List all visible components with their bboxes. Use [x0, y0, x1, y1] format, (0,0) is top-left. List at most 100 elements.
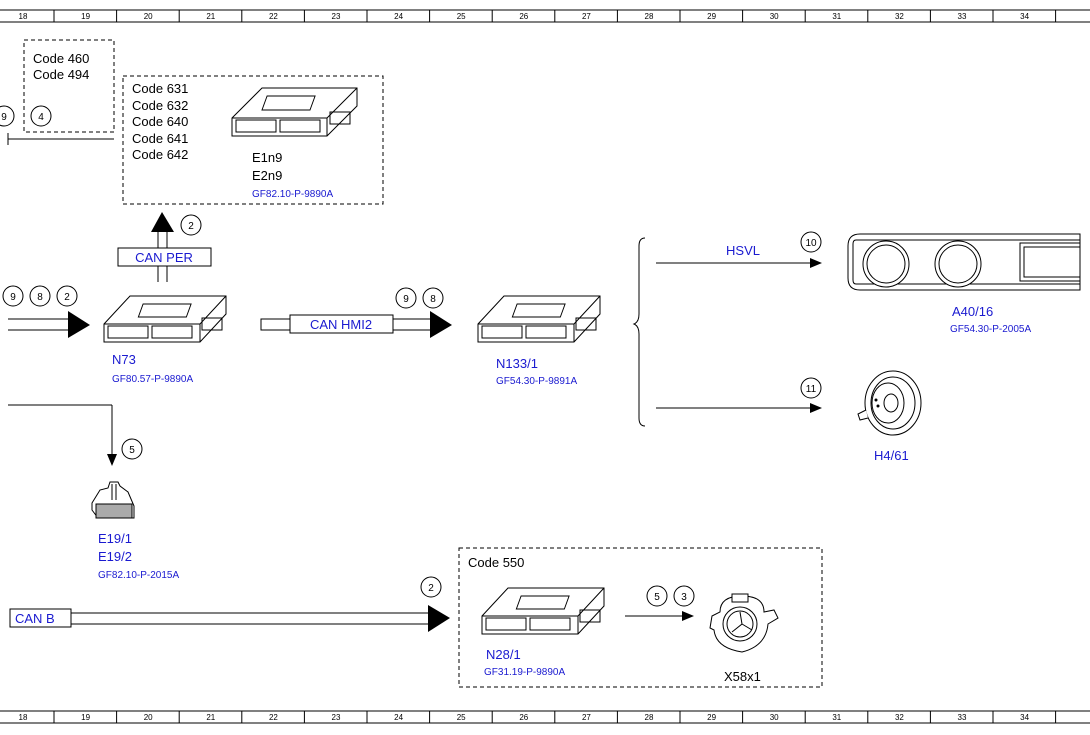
e19-switch-icon: [91, 481, 135, 519]
code-632-label: Code 632: [132, 98, 188, 113]
ruler-label-27: 27: [582, 713, 591, 722]
n28-ref: GF31.19-P-9890A: [484, 667, 565, 678]
speaker-icon: [857, 370, 922, 436]
connector-canb-2: 2: [428, 583, 434, 594]
ruler-label-26: 26: [519, 12, 528, 21]
can-b-bus: CAN B 2: [9, 576, 450, 632]
n133-label: N133/1: [496, 356, 538, 371]
can-per-label: CAN PER: [135, 250, 193, 265]
ruler-label-24: 24: [394, 12, 403, 21]
a40-ref: GF54.30-P-2005A: [950, 324, 1031, 335]
e19-2-label: E19/2: [98, 549, 132, 564]
ruler-label-21: 21: [206, 713, 215, 722]
e19-ref: GF82.10-P-2015A: [98, 570, 179, 581]
h4-line: 11: [656, 377, 822, 413]
ruler-label-24: 24: [394, 713, 403, 722]
n73-ref: GF80.57-P-9890A: [112, 374, 193, 385]
code-460-box: Code 460 Code 494 4 9: [0, 39, 115, 145]
connector-per-label: 2: [188, 221, 194, 232]
hsvl-line: HSVL 10: [656, 231, 822, 268]
connector-hmi-8: 8: [430, 294, 436, 305]
code-641-label: Code 641: [132, 131, 188, 146]
branch-brace: [632, 237, 646, 427]
ruler-label-31: 31: [832, 713, 841, 722]
ruler-label-31: 31: [832, 12, 841, 21]
can-b-label: CAN B: [15, 611, 55, 626]
ruler-label-18: 18: [19, 713, 28, 722]
ruler-label-27: 27: [582, 12, 591, 21]
bottom-ruler: 18 19 20 21 22 23 24 25 26 27 28 29 30 31 32 33 34: [0, 710, 1090, 724]
ecu-icon-n133: [477, 295, 601, 343]
ruler-label-20: 20: [144, 713, 153, 722]
can-hmi2-bus: CAN HMI2 9 8: [260, 287, 452, 338]
ruler-label-29: 29: [707, 12, 716, 21]
e1n9-box: Code 631 Code 632 Code 640 Code 641 Code…: [122, 75, 384, 205]
e19-line: 5: [8, 404, 143, 466]
ruler-label-29: 29: [707, 713, 716, 722]
ruler-label-22: 22: [269, 713, 278, 722]
connector-left-9: 9: [10, 292, 16, 303]
ruler-label-33: 33: [958, 12, 967, 21]
n73-module: N73 GF80.57-P-9890A: [103, 295, 227, 385]
ecu-icon-n28: [481, 587, 605, 635]
ruler-label-19: 19: [81, 12, 90, 21]
ecu-icon-n73: [103, 295, 227, 343]
a40-label: A40/16: [952, 304, 993, 319]
connector-x58-3: 3: [681, 592, 687, 603]
code-460-label: Code 460: [33, 51, 89, 66]
connector-x58-5: 5: [654, 592, 660, 603]
ruler-label-32: 32: [895, 12, 904, 21]
ecu-icon-e1n9: [231, 87, 358, 137]
ruler-label-19: 19: [81, 713, 90, 722]
can-hmi2-label: CAN HMI2: [310, 317, 372, 332]
ruler-label-30: 30: [770, 713, 779, 722]
x58-connector-icon: [709, 593, 779, 653]
ruler-label-23: 23: [332, 713, 341, 722]
connector-9-partial-label: 9: [1, 112, 7, 123]
top-ruler: 18 19 20 21 22 23 24 25 26 27 28 29 30 31 32 33 34: [0, 9, 1090, 23]
ruler-label-23: 23: [332, 12, 341, 21]
instrument-cluster-icon: [847, 233, 1081, 291]
hsvl-label: HSVL: [726, 243, 760, 258]
ruler-label-34: 34: [1020, 12, 1029, 21]
ruler-label-18: 18: [19, 12, 28, 21]
code-631-label: Code 631: [132, 81, 188, 96]
ruler-label-22: 22: [269, 12, 278, 21]
e1n9-ref: GF82.10-P-9890A: [252, 189, 333, 200]
n133-module: N133/1 GF54.30-P-9891A: [477, 295, 601, 387]
e19-1-label: E19/1: [98, 531, 132, 546]
ruler-label-25: 25: [457, 713, 466, 722]
n73-label: N73: [112, 352, 136, 367]
ruler-label-30: 30: [770, 12, 779, 21]
can-per-bus: CAN PER 2: [117, 212, 212, 282]
code-642-label: Code 642: [132, 147, 188, 162]
n73-input-bus: 9 8 2: [2, 285, 90, 338]
n28-label: N28/1: [486, 647, 521, 662]
e1n9-label: E1n9: [252, 150, 282, 165]
connector-left-2: 2: [64, 292, 70, 303]
ruler-label-25: 25: [457, 12, 466, 21]
ruler-label-34: 34: [1020, 713, 1029, 722]
h4-label: H4/61: [874, 448, 909, 463]
ruler-label-28: 28: [645, 713, 654, 722]
ruler-label-26: 26: [519, 713, 528, 722]
ruler-label-33: 33: [958, 713, 967, 722]
code-494-label: Code 494: [33, 67, 89, 82]
ruler-label-28: 28: [645, 12, 654, 21]
ruler-label-32: 32: [895, 713, 904, 722]
x58-label: X58x1: [724, 669, 761, 684]
code-550-label: Code 550: [468, 555, 524, 570]
n133-ref: GF54.30-P-9891A: [496, 376, 577, 387]
code-550-box: Code 550 N28/1 GF31.19-P-9890A 5 3 X58x1: [458, 547, 823, 688]
connector-11: 11: [806, 384, 817, 395]
connector-e19-5: 5: [129, 445, 135, 456]
connector-4-label: 4: [38, 112, 44, 123]
code-640-label: Code 640: [132, 114, 188, 129]
e2n9-label: E2n9: [252, 168, 282, 183]
connector-hmi-9: 9: [403, 294, 409, 305]
ruler-label-21: 21: [206, 12, 215, 21]
connector-10: 10: [805, 238, 817, 249]
ruler-label-20: 20: [144, 12, 153, 21]
connector-left-8: 8: [37, 292, 43, 303]
